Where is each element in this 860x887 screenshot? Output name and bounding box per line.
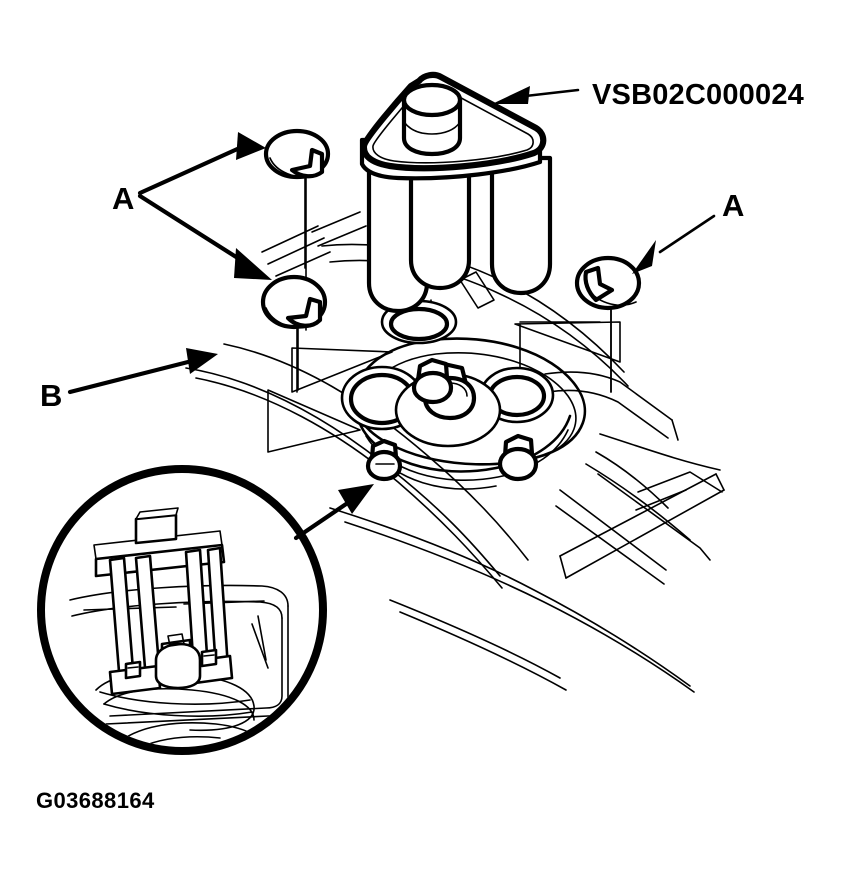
cap-upper-left xyxy=(263,128,331,269)
cap-right xyxy=(519,255,642,393)
callout-b-label: B xyxy=(40,378,62,413)
caps-group xyxy=(260,128,642,393)
lower-right-nut xyxy=(497,433,539,482)
leader-arrows xyxy=(67,86,716,541)
arrow-b xyxy=(67,348,218,395)
lower-left-nut xyxy=(365,438,403,482)
detail-inset-ring xyxy=(37,465,327,755)
arrow-a-upper xyxy=(137,132,266,196)
tool-leg-right xyxy=(489,155,553,296)
callout-a-left-label: A xyxy=(112,181,134,216)
figure-id-label: G03688164 xyxy=(36,788,155,813)
tool-boss-top-face xyxy=(401,82,463,118)
detail-inset xyxy=(37,465,327,755)
arrow-detail-inset xyxy=(293,484,374,541)
spring-compressor-tool xyxy=(359,71,553,314)
arrow-a-right xyxy=(632,214,716,274)
cap-middle-left xyxy=(260,274,328,393)
strut-mount-assembly xyxy=(340,299,587,490)
vehicle-body-structure xyxy=(185,167,725,693)
arrow-part-number xyxy=(492,86,580,104)
upper-nut xyxy=(411,357,454,405)
tool-leg-center xyxy=(408,157,472,291)
arrow-a-middle xyxy=(137,193,272,280)
part-number-label: VSB02C000024 xyxy=(592,79,804,111)
callout-a-right-label: A xyxy=(722,188,744,223)
